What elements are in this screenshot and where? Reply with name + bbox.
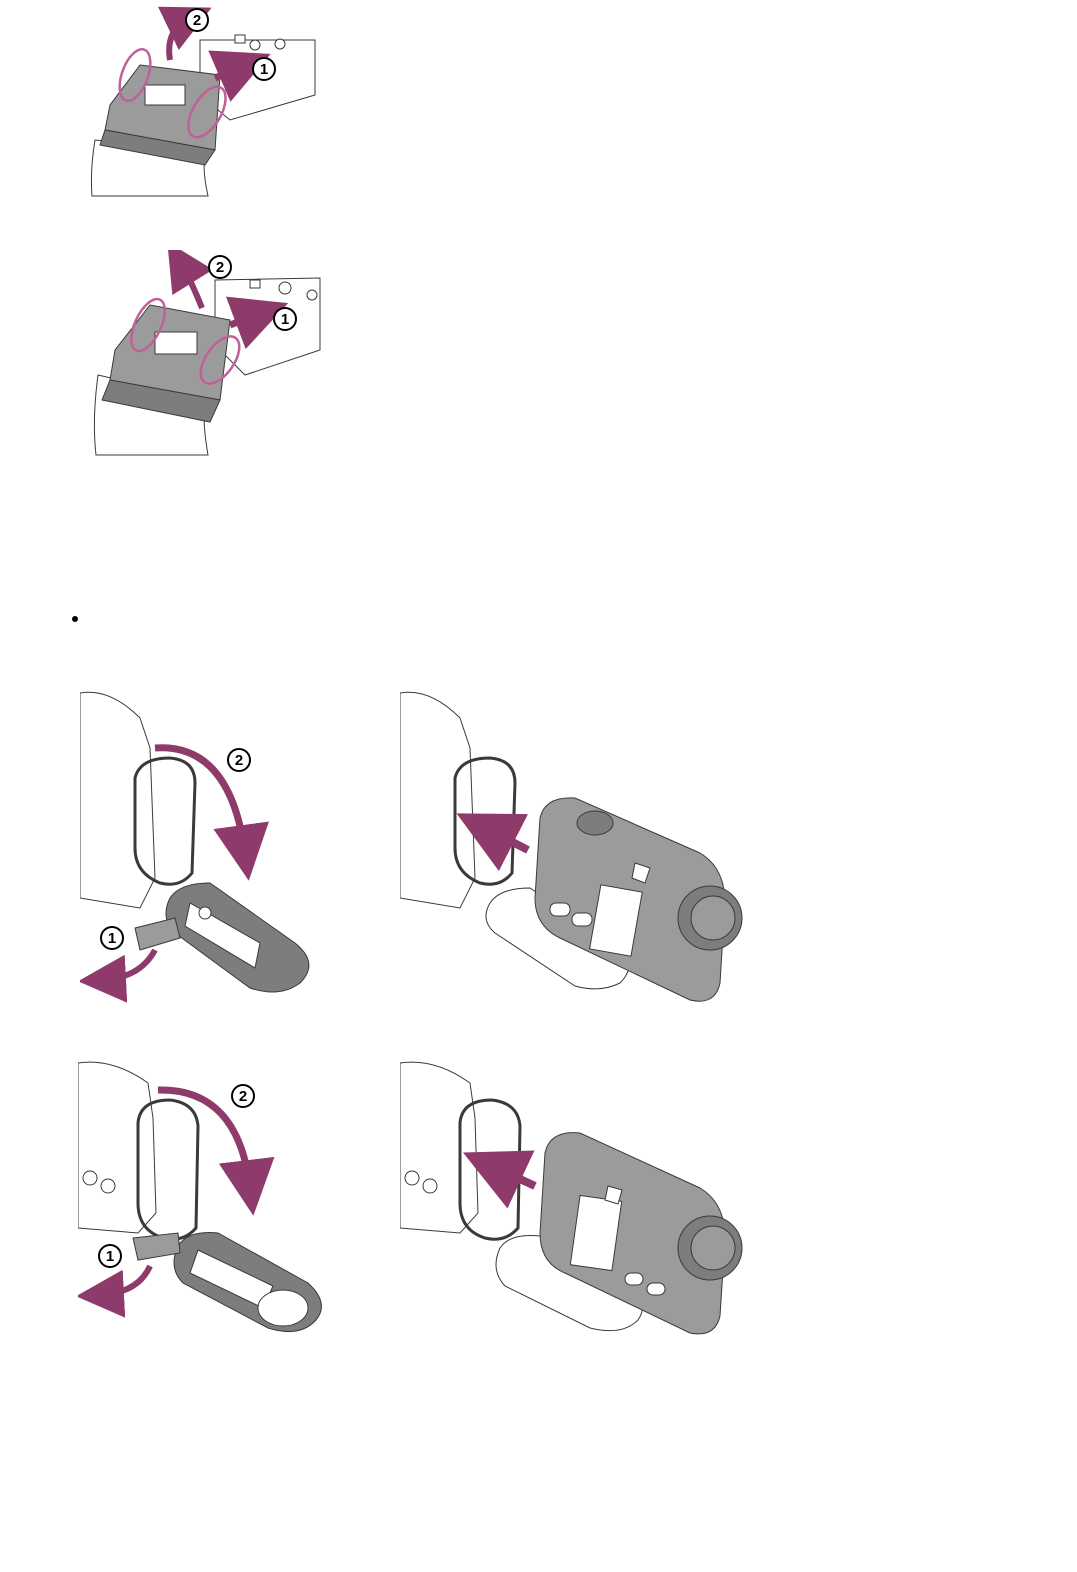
back-cover	[174, 1233, 321, 1332]
strap-release-figure-1: 1 2	[80, 0, 330, 205]
housing-body	[78, 1062, 156, 1233]
back-cover	[166, 883, 309, 992]
svg-text:1: 1	[106, 1248, 114, 1265]
camera-insert-figure-1	[400, 688, 750, 1008]
svg-text:2: 2	[235, 752, 243, 769]
housing-body	[400, 692, 475, 908]
arrow-lift-icon	[180, 262, 202, 308]
case-open-figure-1: 2 1	[80, 688, 330, 1008]
step-marker-1: 1	[274, 308, 296, 330]
strap-release-figure-2: 1 2	[80, 250, 330, 460]
case-open-figure-2: 2 1	[78, 1058, 338, 1343]
arrow-swing-down-icon	[102, 950, 155, 980]
svg-text:2: 2	[216, 259, 224, 276]
svg-text:2: 2	[239, 1088, 247, 1105]
step-marker-2: 2	[186, 9, 208, 31]
svg-text:1: 1	[108, 930, 116, 947]
step-marker-2: 2	[228, 749, 250, 771]
housing-body	[80, 692, 155, 908]
arrow-swing-down-icon	[100, 1266, 150, 1295]
step-marker-1: 1	[253, 58, 275, 80]
step-marker-2: 2	[209, 256, 231, 278]
svg-text:1: 1	[281, 311, 289, 328]
step-marker-2: 2	[232, 1085, 254, 1107]
svg-text:2: 2	[193, 12, 201, 29]
arrow-insert-icon	[485, 828, 528, 850]
list-bullet	[72, 616, 78, 622]
step-marker-1: 1	[101, 927, 123, 949]
camera-insert-figure-2	[400, 1058, 750, 1343]
svg-text:1: 1	[260, 61, 268, 78]
step-marker-1: 1	[99, 1245, 121, 1267]
housing-body	[400, 1062, 478, 1233]
arrow-insert-icon	[492, 1166, 535, 1186]
